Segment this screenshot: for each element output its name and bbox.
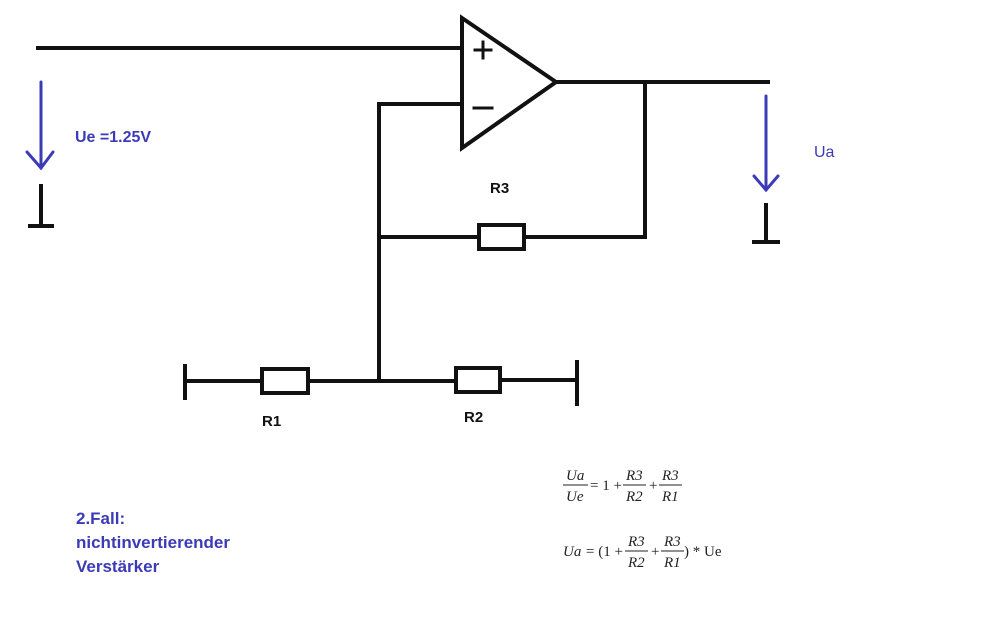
formula2-frac2-numerator: R3 bbox=[663, 534, 681, 550]
formula1-lhs-denominator: Ue bbox=[566, 489, 584, 505]
r1-label: R1 bbox=[262, 413, 281, 430]
r2-label: R2 bbox=[464, 409, 483, 426]
case-description: 2.Fall: nichtinvertierender Verstärker bbox=[76, 507, 316, 579]
case-title: 2.Fall: bbox=[76, 509, 126, 528]
input-voltage-label: Ue =1.25V bbox=[75, 129, 151, 146]
input-voltage-arrow-head bbox=[25, 150, 55, 171]
formula1-equals: = 1 + bbox=[590, 478, 622, 494]
opamp-triangle bbox=[460, 14, 560, 152]
r3-label: R3 bbox=[490, 180, 509, 197]
case-type-line1: nichtinvertierender bbox=[76, 533, 230, 552]
r2-resistor bbox=[454, 366, 502, 394]
formula2-frac2-denominator: R1 bbox=[663, 555, 681, 571]
formula2-frac1-numerator: R3 bbox=[627, 534, 645, 550]
formula1-plus: + bbox=[649, 478, 657, 494]
formula-1: Ua Ue = 1 + R3 R2 + R3 R1 bbox=[563, 468, 682, 505]
r1-resistor bbox=[260, 367, 310, 395]
formula2-lhs: Ua bbox=[563, 544, 581, 560]
formula2-tail: ) * Ue bbox=[684, 544, 722, 560]
r3-resistor bbox=[477, 223, 526, 251]
formula2-frac1-denominator: R2 bbox=[627, 555, 645, 571]
case-type-line2: Verstärker bbox=[76, 557, 160, 576]
formula1-lhs-numerator: Ua bbox=[566, 468, 584, 484]
output-voltage-label: Ua bbox=[814, 144, 835, 161]
formula1-frac2-denominator: R1 bbox=[661, 489, 679, 505]
formula1-frac2-numerator: R3 bbox=[661, 468, 679, 484]
formula2-plus: + bbox=[651, 544, 659, 560]
formula1-frac1-numerator: R3 bbox=[625, 468, 643, 484]
formula-2: Ua = (1 + R3 R2 + R3 R1 ) * Ue bbox=[563, 534, 722, 571]
formula1-frac1-denominator: R2 bbox=[625, 489, 643, 505]
formula2-equals: = (1 + bbox=[586, 544, 623, 560]
output-voltage-arrow-head bbox=[752, 174, 780, 193]
